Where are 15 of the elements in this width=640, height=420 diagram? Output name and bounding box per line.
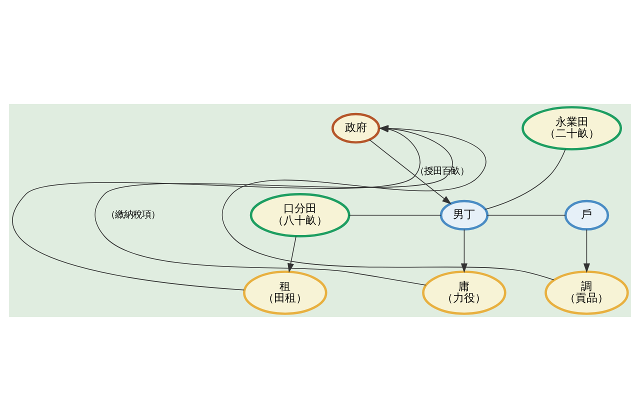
edge-label: （繳納稅項） <box>106 209 160 220</box>
node-ellipse: 租 （田租） <box>243 270 328 314</box>
connector <box>486 214 566 216</box>
node-ellipse: 政府 <box>331 112 380 144</box>
node-ellipse: 男丁 <box>440 199 489 230</box>
node-ellipse: 口分田 （八十畝） <box>250 192 350 237</box>
connector <box>348 214 442 216</box>
connector <box>484 148 566 210</box>
node-ellipse: 戶 <box>564 199 610 230</box>
node-ellipse: 永業田 （二十畝） <box>522 106 622 150</box>
node-ellipse: 庸 （力役） <box>422 270 506 314</box>
arrow <box>583 228 590 272</box>
node-ellipse: 調 （貢品） <box>544 270 629 314</box>
arrow <box>288 235 296 272</box>
arrow <box>369 138 452 204</box>
